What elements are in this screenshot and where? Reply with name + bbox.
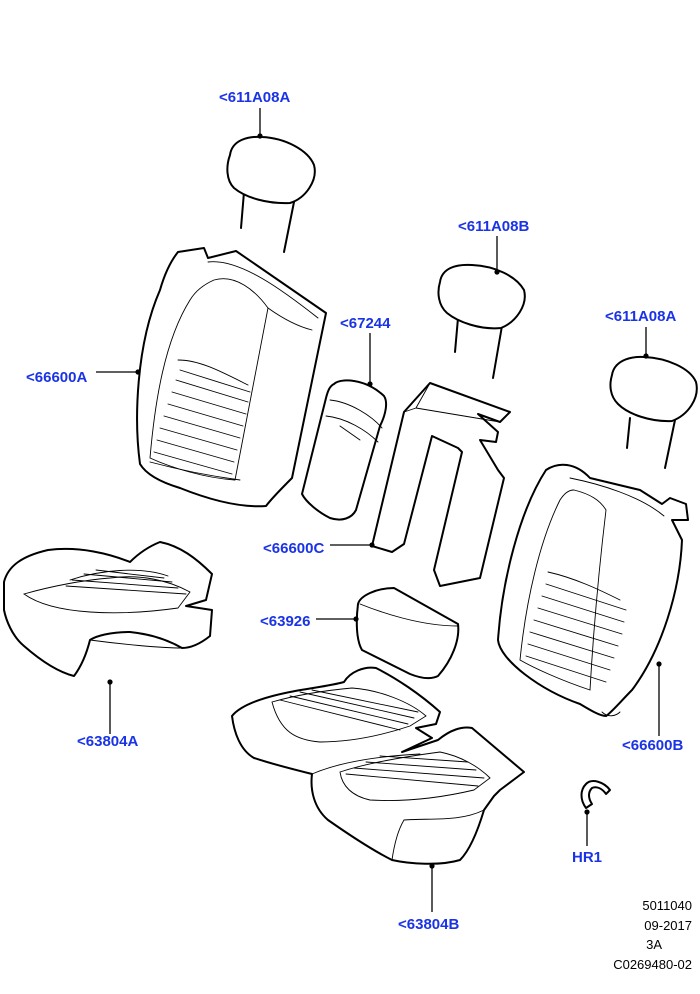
callout-headrest-top[interactable]: <611A08A <box>219 89 291 106</box>
backrest-right-illustration <box>497 463 689 717</box>
diagram-revision: 3A <box>646 937 662 952</box>
callout-cushion-left[interactable]: <63804A <box>77 733 139 750</box>
callout-headrest-right[interactable]: <611A08A <box>605 308 677 325</box>
armrest-illustration <box>301 379 388 521</box>
headrest-right-illustration <box>609 355 698 469</box>
callout-backrest-right[interactable]: <66600B <box>622 737 684 754</box>
callout-headrest-middle[interactable]: <611A08B <box>458 218 530 235</box>
backrest-center-illustration <box>371 382 511 587</box>
headrest-middle-illustration <box>437 263 526 379</box>
hog-ring-illustration <box>580 780 611 809</box>
callout-backrest-left[interactable]: <66600A <box>26 369 88 386</box>
callout-hog-ring[interactable]: HR1 <box>572 849 603 866</box>
leader-lines <box>96 108 662 912</box>
illustration-id: C0269480-02 <box>613 957 692 972</box>
callout-backrest-center[interactable]: <66600C <box>263 540 325 557</box>
diagram-date: 09-2017 <box>644 918 692 933</box>
cushion-left-illustration <box>3 541 213 677</box>
bolster-illustration <box>355 587 460 680</box>
cushion-bottom-illustration <box>231 666 525 865</box>
callout-armrest[interactable]: <67244 <box>340 315 391 332</box>
callout-bolster[interactable]: <63926 <box>260 613 311 630</box>
diagram-number: 5011040 <box>642 898 692 913</box>
callout-cushion-bottom[interactable]: <63804B <box>398 916 460 933</box>
headrest-top-illustration <box>226 135 316 253</box>
backrest-left-illustration <box>136 247 327 508</box>
